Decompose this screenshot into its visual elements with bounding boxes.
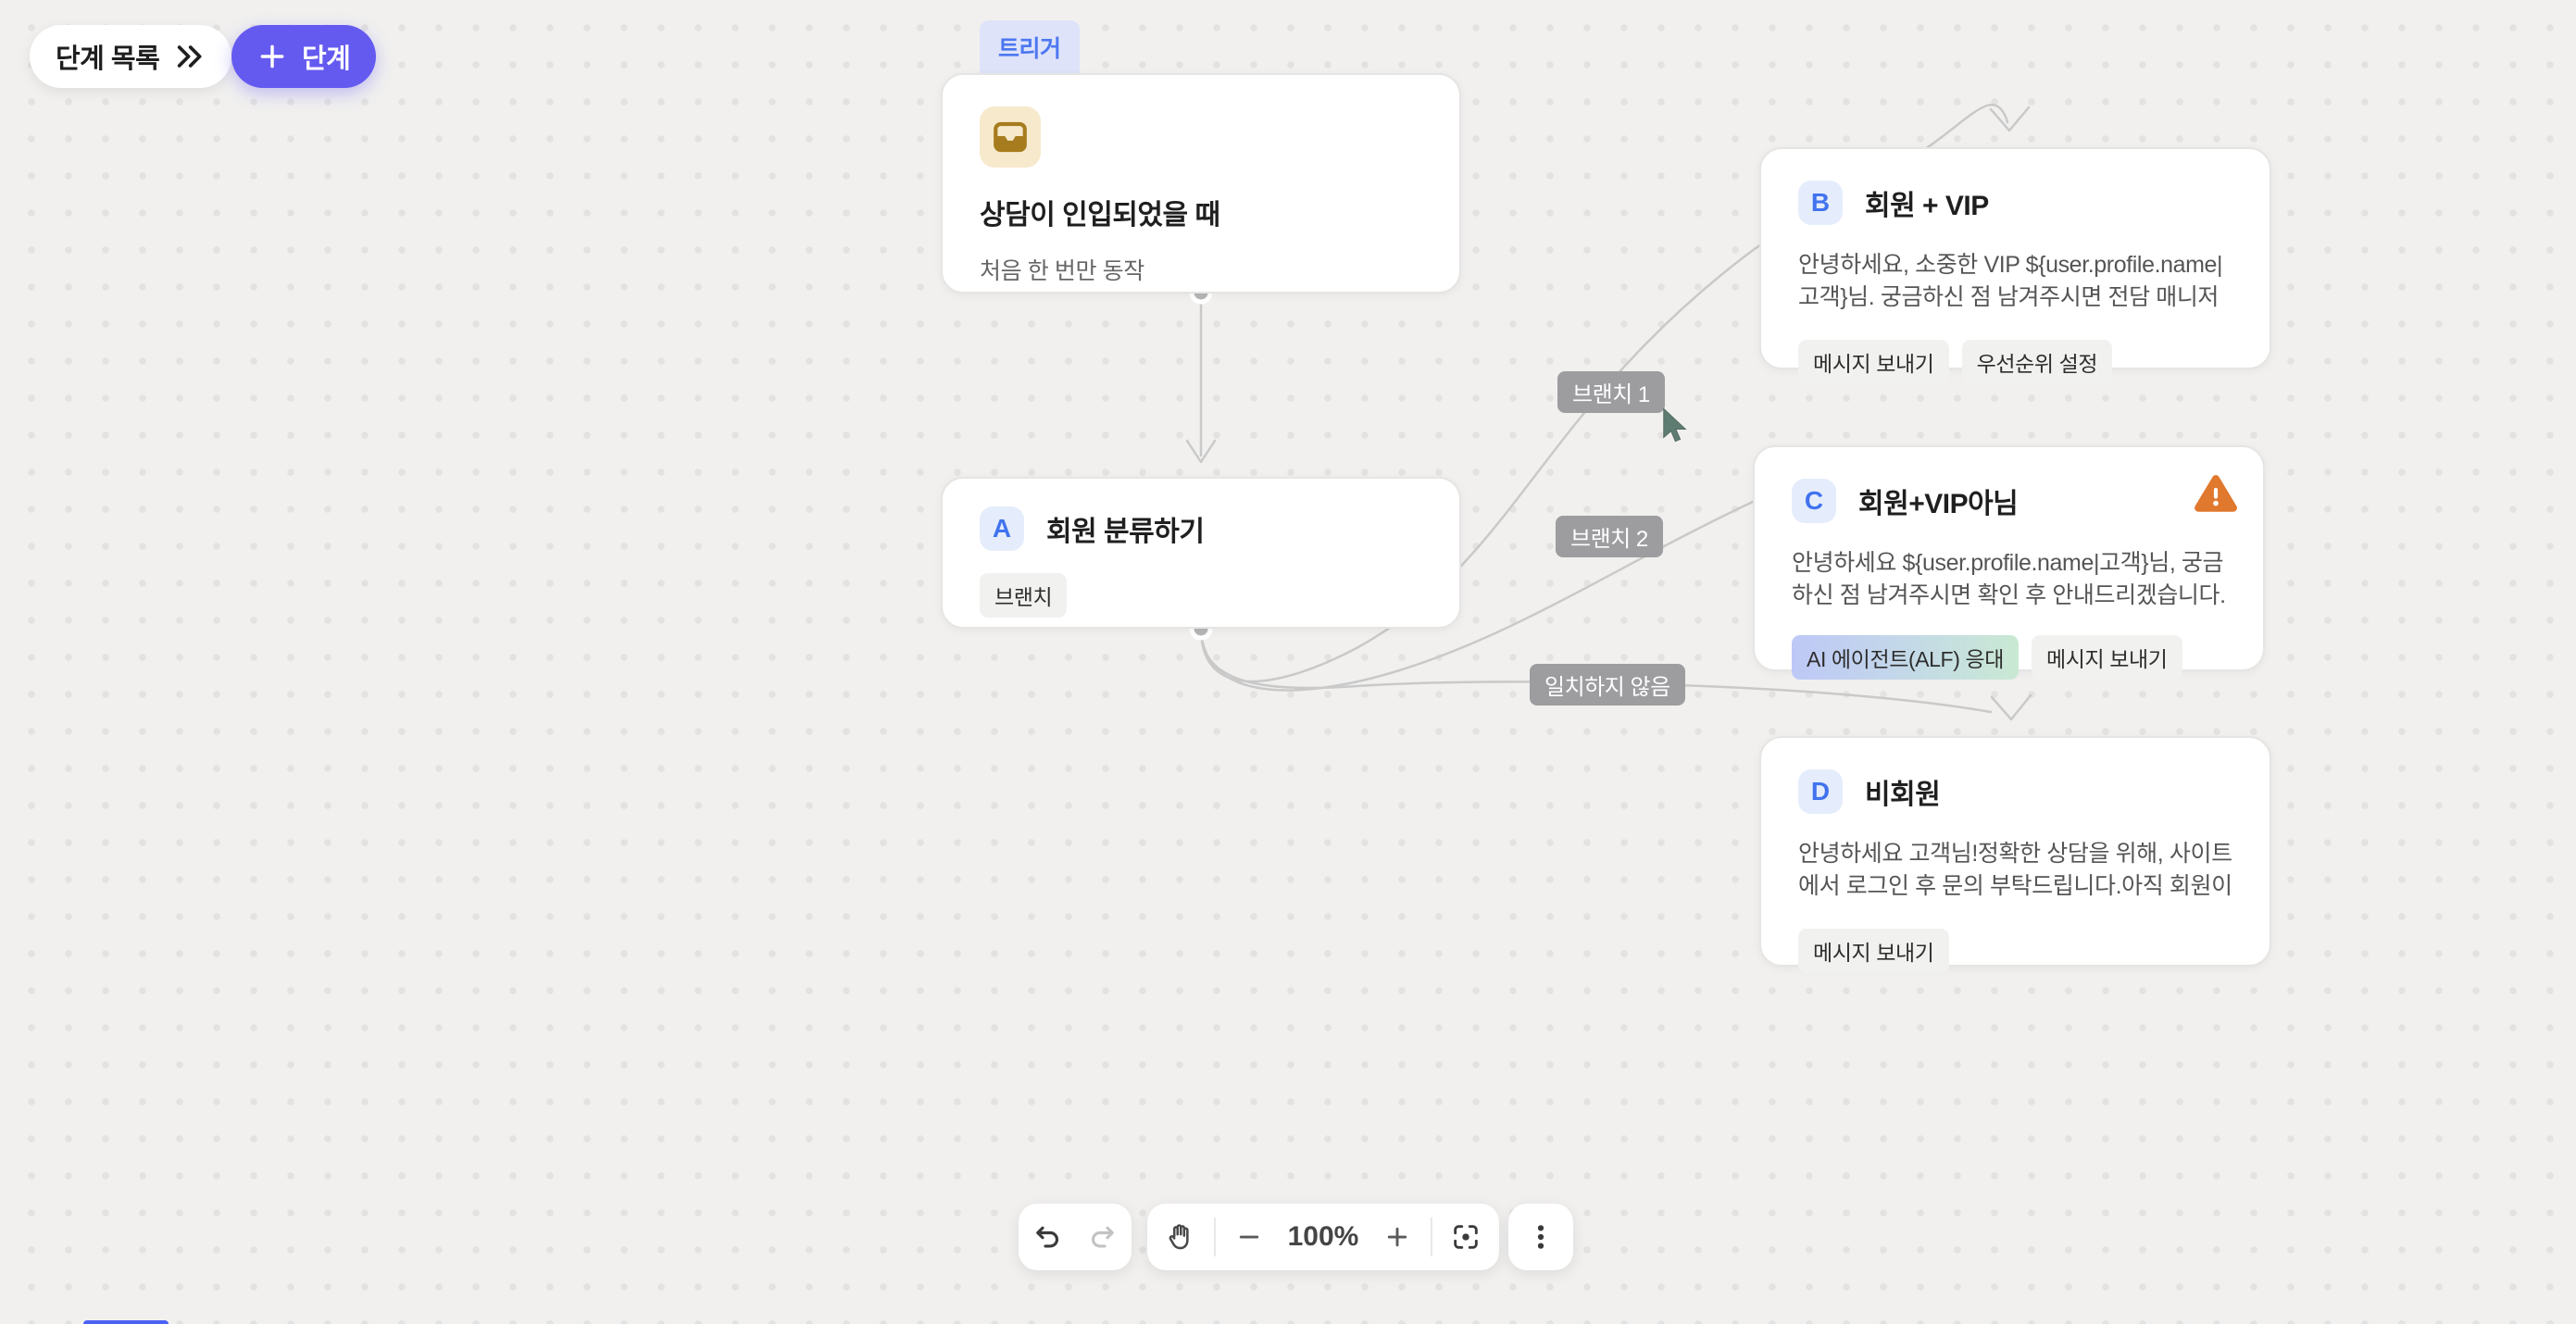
node-a-letter-badge: A xyxy=(980,506,1024,551)
edge-label-no-match[interactable]: 일치하지 않음 xyxy=(1530,664,1685,706)
edge-label-branch-2[interactable]: 브랜치 2 xyxy=(1556,516,1663,557)
node-d-tag: 메시지 보내기 xyxy=(1798,929,1949,973)
node-b-tag: 메시지 보내기 xyxy=(1798,340,1949,384)
toolbar-divider xyxy=(1214,1218,1216,1256)
node-d-body: 안녕하세요 고객님!정확한 상담을 위해, 사이트에서 로그인 후 문의 부탁드… xyxy=(1798,841,2232,899)
plus-icon xyxy=(257,42,287,71)
hand-tool-button[interactable] xyxy=(1157,1213,1205,1261)
node-d-title: 비회원 xyxy=(1865,780,1941,810)
inbox-icon xyxy=(980,106,1041,168)
node-a-tag: 브랜치 xyxy=(980,573,1068,618)
toolbar-divider xyxy=(1431,1218,1432,1256)
step-list-button[interactable]: 단계 목록 xyxy=(30,25,232,88)
zoom-in-button[interactable] xyxy=(1373,1213,1421,1261)
node-d[interactable]: D 비회원 안녕하세요 고객님!정확한 상담을 위해, 사이트에서 로그인 후 … xyxy=(1759,736,2271,973)
trigger-subtitle: 처음 한 번만 동작 xyxy=(980,258,1144,284)
add-step-button[interactable]: 단계 xyxy=(231,25,377,88)
add-step-label: 단계 xyxy=(302,44,351,74)
edge-label-branch-1[interactable]: 브랜치 1 xyxy=(1557,371,1665,413)
node-a[interactable]: A 회원 분류하기 브랜치 xyxy=(941,477,1461,629)
zoom-tool-group: 100% xyxy=(1147,1204,1499,1270)
trigger-node[interactable]: 상담이 인입되었을 때 처음 한 번만 동작 xyxy=(941,73,1461,294)
history-tool-group xyxy=(1019,1204,1132,1270)
zoom-level-value[interactable]: 100% xyxy=(1287,1221,1359,1252)
node-c-tag-ai-agent: AI 에이전트(ALF) 응대 xyxy=(1792,635,2019,680)
node-b-title: 회원 + VIP xyxy=(1865,191,1989,221)
node-b[interactable]: B 회원 + VIP 안녕하세요, 소중한 VIP ${user.profile… xyxy=(1759,147,2271,384)
redo-button[interactable] xyxy=(1078,1213,1126,1261)
node-c-body: 안녕하세요 ${user.profile.name|고객}님, 궁금하신 점 남… xyxy=(1792,550,2226,608)
bottom-partial-element xyxy=(83,1320,169,1324)
more-options-button[interactable] xyxy=(1517,1213,1565,1261)
node-d-letter-badge: D xyxy=(1798,769,1843,814)
step-list-label: 단계 목록 xyxy=(56,44,160,74)
node-b-letter-badge: B xyxy=(1798,181,1843,225)
node-c-tag: 메시지 보내기 xyxy=(2031,635,2182,680)
undo-button[interactable] xyxy=(1024,1213,1072,1261)
node-b-body: 안녕하세요, 소중한 VIP ${user.profile.name|고객}님.… xyxy=(1798,252,2223,310)
double-chevron-right-icon xyxy=(174,41,206,72)
node-c-title: 회원+VIP아님 xyxy=(1858,489,2019,519)
edge-branch-1[interactable] xyxy=(1199,103,2031,683)
mouse-cursor xyxy=(1662,407,1690,451)
zoom-out-button[interactable] xyxy=(1225,1213,1273,1261)
edge-trigger-to-a[interactable] xyxy=(1185,300,1217,464)
trigger-title: 상담이 인입되었을 때 xyxy=(980,200,1220,231)
node-b-tag: 우선순위 설정 xyxy=(1961,340,2113,384)
more-tool-group xyxy=(1508,1204,1573,1270)
trigger-badge: 트리거 xyxy=(980,20,1080,74)
node-a-title: 회원 분류하기 xyxy=(1046,517,1205,547)
fit-view-button[interactable] xyxy=(1442,1213,1490,1261)
warning-icon xyxy=(2193,471,2239,518)
node-c-letter-badge: C xyxy=(1792,479,1836,523)
node-c[interactable]: C 회원+VIP아님 안녕하세요 ${user.profile.name|고객}… xyxy=(1753,445,2265,680)
